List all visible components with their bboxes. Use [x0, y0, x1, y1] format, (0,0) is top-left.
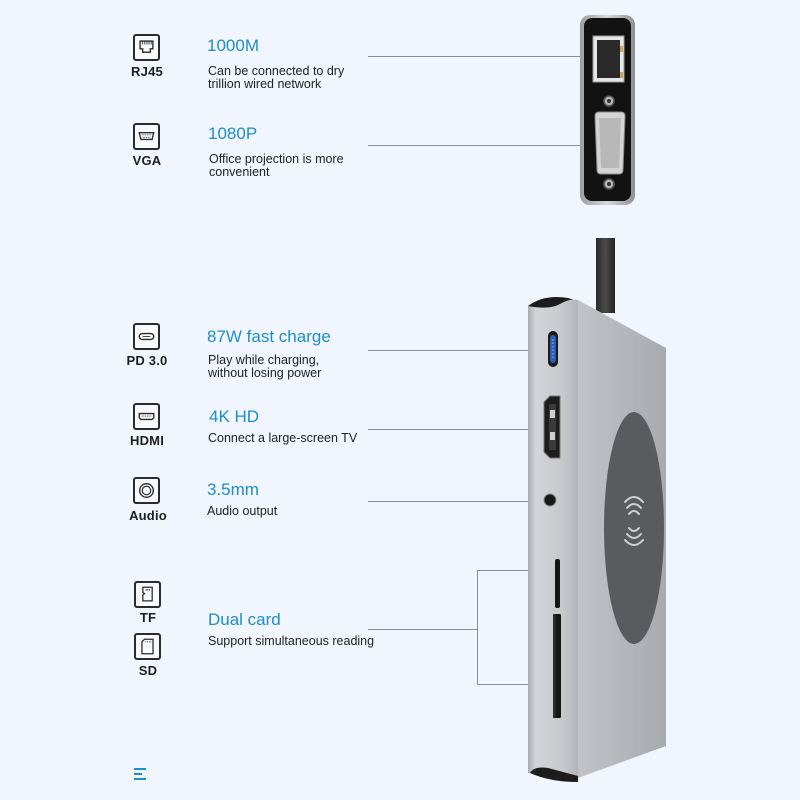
- audio-desc-line-1: Audio output: [207, 504, 278, 518]
- ethernet-port: [592, 35, 625, 83]
- sd-label: SD: [138, 663, 158, 678]
- card-bracket-vertical: [477, 570, 478, 685]
- hdmi-title: 4K HD: [209, 407, 260, 426]
- pd-desc-line-2: without losing power: [208, 366, 322, 380]
- audio-desc: Audio output: [207, 505, 277, 518]
- audio-leader-line: [368, 501, 528, 502]
- audio-jack-icon: [133, 477, 160, 504]
- card-desc: Support simultaneous reading: [208, 635, 374, 648]
- vga-desc: Office projection is more convenient: [209, 153, 344, 179]
- usb-cable: [596, 238, 615, 313]
- hdmi-port: [543, 395, 561, 459]
- rj45-desc: Can be connected to dry trillion wired n…: [208, 65, 344, 91]
- menu-icon-bar: [134, 778, 146, 780]
- vga-leader-line: [368, 145, 586, 146]
- rj45-title: 1000M: [207, 36, 259, 55]
- pd-leader-line: [368, 350, 528, 351]
- ethernet-port-icon: [133, 34, 160, 61]
- menu-icon-bar: [134, 768, 146, 770]
- hdmi-label: HDMI: [129, 433, 165, 448]
- tf-card-icon: [134, 581, 161, 608]
- pd-desc: Play while charging, without losing powe…: [208, 354, 321, 380]
- rj45-leader-line: [368, 56, 586, 57]
- rj45-label: RJ45: [131, 64, 163, 79]
- vga-label: VGA: [132, 153, 162, 168]
- tf-bracket-line: [477, 570, 528, 571]
- tf-card-slot: [555, 559, 560, 608]
- card-desc-line-1: Support simultaneous reading: [208, 634, 375, 648]
- pd-desc-line-1: Play while charging,: [208, 353, 320, 367]
- hdmi-leader-line: [368, 429, 528, 430]
- card-leader-line: [368, 629, 478, 630]
- vga-desc-line-1: Office projection is more: [209, 152, 344, 166]
- usb-c-port: [548, 331, 558, 367]
- menu-icon-bar: [134, 773, 142, 775]
- sd-bracket-line: [477, 684, 528, 685]
- rj45-desc-line-1: Can be connected to dry: [208, 64, 345, 78]
- pd-title: 87W fast charge: [207, 327, 331, 346]
- hdmi-port-icon: [133, 403, 160, 430]
- audio-jack-port: [543, 493, 557, 507]
- menu-icon[interactable]: [134, 768, 146, 780]
- tf-label: TF: [139, 610, 157, 625]
- vga-port: [594, 111, 626, 175]
- sd-card-icon: [134, 633, 161, 660]
- vga-desc-line-2: convenient: [209, 165, 270, 179]
- pd-label: PD 3.0: [126, 353, 168, 368]
- usb-c-port-icon: [133, 323, 160, 350]
- sd-card-slot: [553, 614, 561, 718]
- audio-title: 3.5mm: [207, 480, 259, 499]
- vga-port-icon: [133, 123, 160, 150]
- hub-ethernet-vga-end: [580, 15, 635, 205]
- audio-label: Audio: [129, 508, 167, 523]
- vga-title: 1080P: [208, 124, 258, 143]
- hdmi-desc-line-1: Connect a large-screen TV: [208, 431, 358, 445]
- rj45-desc-line-2: trillion wired network: [208, 77, 322, 91]
- wireless-charging-icon: [624, 496, 644, 546]
- card-title: Dual card: [208, 610, 281, 629]
- wireless-charging-pad: [604, 412, 664, 644]
- hub-device-body: [528, 238, 666, 782]
- hdmi-desc: Connect a large-screen TV: [208, 432, 357, 445]
